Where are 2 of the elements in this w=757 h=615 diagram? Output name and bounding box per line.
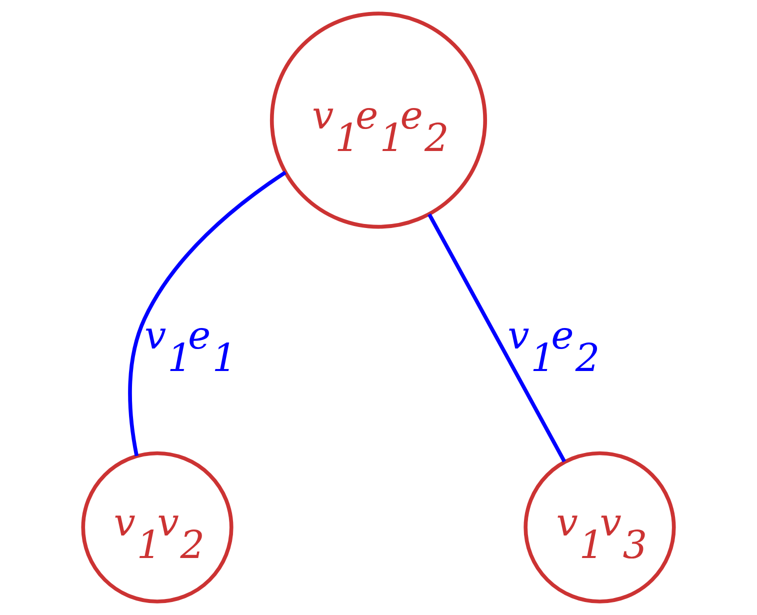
- connector: [128, 170, 286, 456]
- connector: [428, 213, 566, 462]
